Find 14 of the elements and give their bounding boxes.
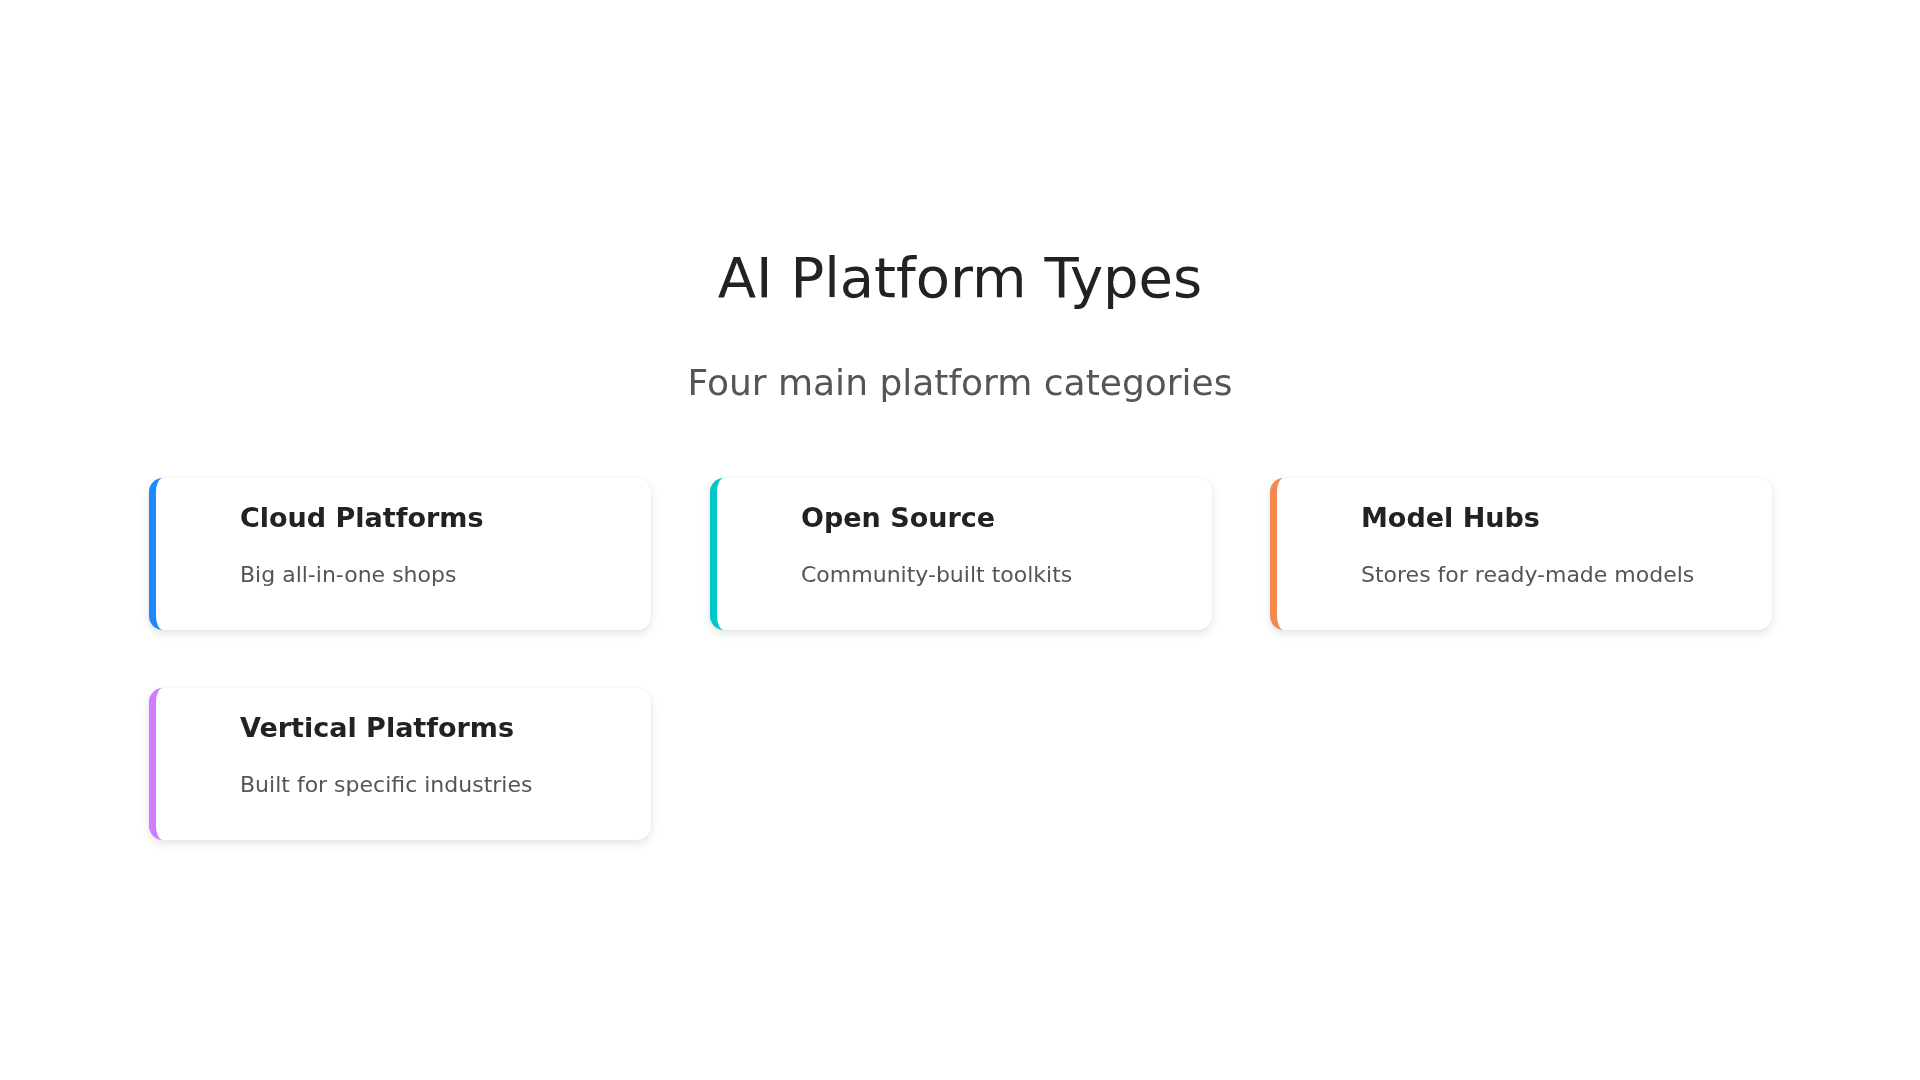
card-description: Big all-in-one shops [240,562,457,587]
card-description: Stores for ready-made models [1361,562,1695,587]
slide-title: AI Platform Types [716,245,1204,310]
card-heading: Cloud Platforms [240,502,484,533]
category-card [710,478,1212,630]
card-heading: Open Source [801,502,996,533]
card-description: Built for specific industries [240,772,533,797]
card-heading: Vertical Platforms [240,712,515,743]
subtitle: Four main platform categories [686,362,1234,403]
category-card [149,688,651,840]
card-description: Community-built toolkits [801,562,1073,587]
category-card [1270,478,1772,630]
category-card [149,478,651,630]
card-heading: Model Hubs [1361,502,1540,533]
